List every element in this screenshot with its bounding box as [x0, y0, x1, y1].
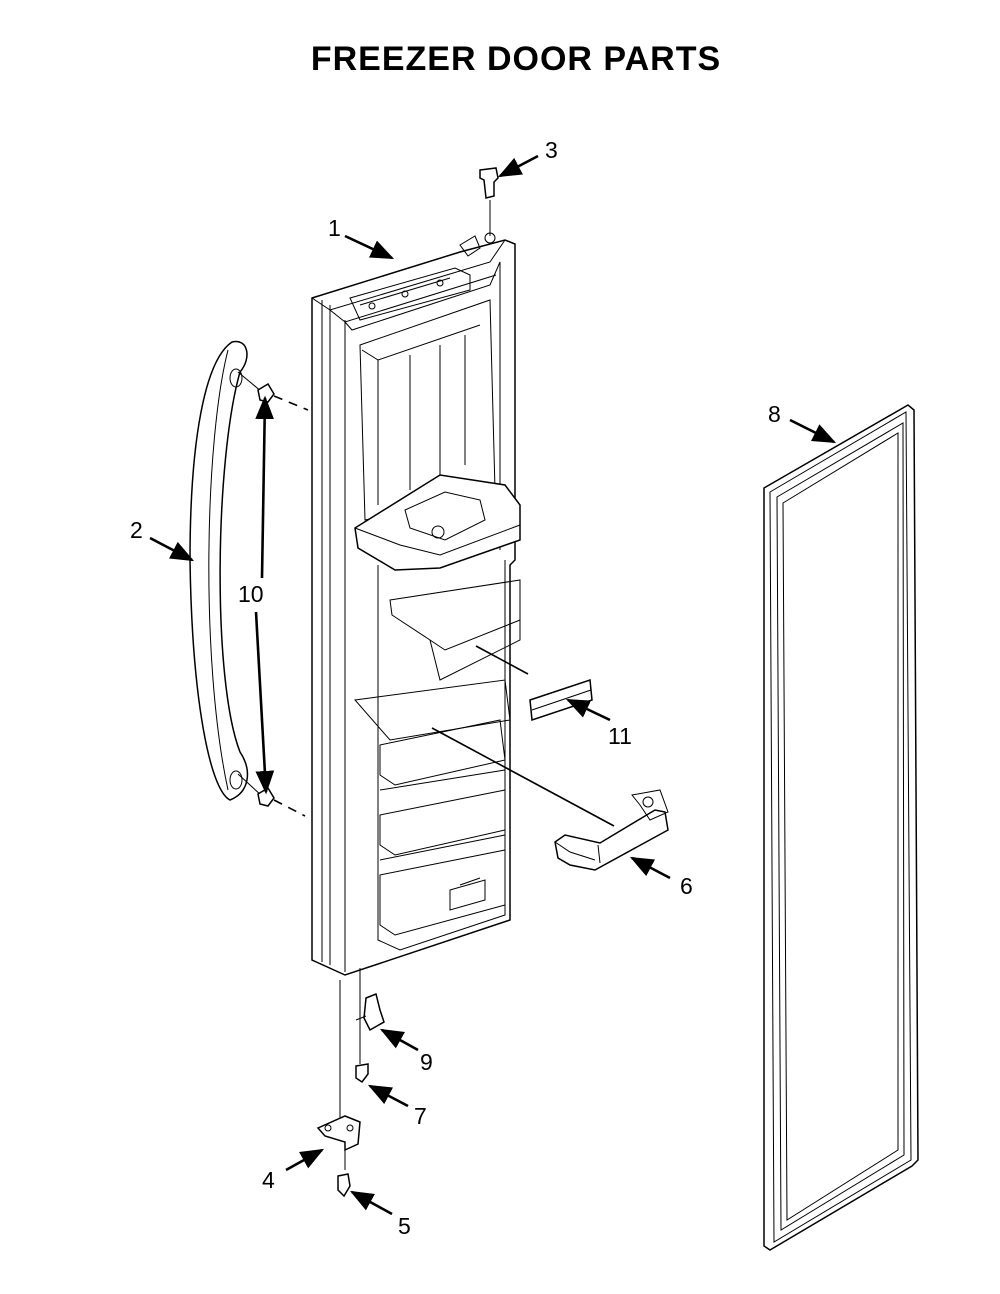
hinge-pin-bushing: [479, 167, 499, 236]
lower-hinge-assembly: [316, 968, 385, 1198]
callout-3: 3: [545, 137, 558, 163]
door-handle: [189, 340, 263, 801]
callout-11: 11: [608, 723, 632, 749]
door-shelf: [554, 789, 669, 871]
callout-4: 4: [262, 1167, 275, 1193]
page-title: FREEZER DOOR PARTS: [310, 40, 722, 78]
handle-screws: [257, 382, 309, 817]
callout-6: 6: [680, 873, 693, 899]
trim-strip: [529, 678, 593, 722]
callout-10: 10: [238, 581, 264, 607]
callout-2: 2: [130, 517, 143, 543]
callout-7: 7: [414, 1103, 427, 1129]
callout-5: 5: [398, 1213, 411, 1239]
callout-9: 9: [420, 1049, 433, 1075]
callout-8: 8: [768, 401, 781, 427]
freezer-door-panel: [311, 232, 521, 976]
leader-lines: [149, 154, 837, 1216]
door-gasket: [763, 404, 919, 1251]
callout-labels: 1 2 3 4 5 6 7 8 9 10 11: [130, 137, 781, 1239]
callout-1: 1: [328, 215, 341, 241]
